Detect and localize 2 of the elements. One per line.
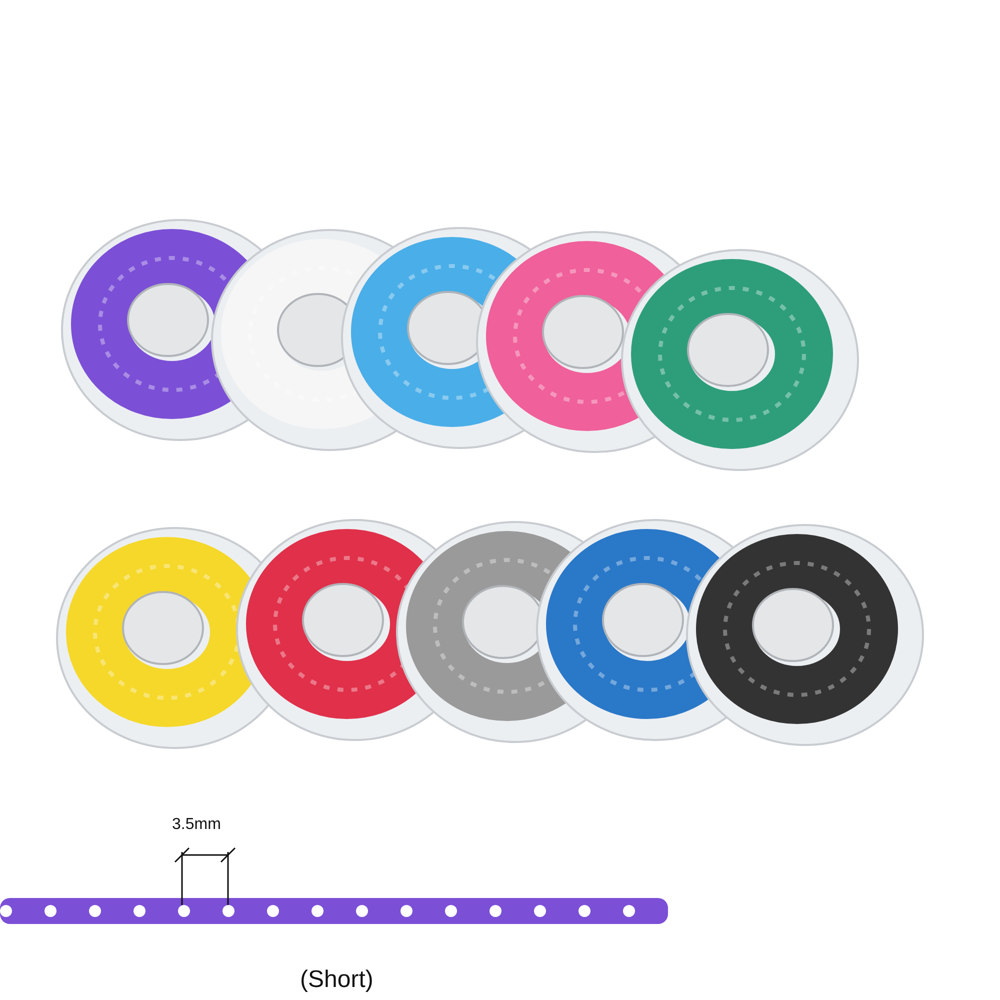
dimension-label: 3.5mm [172,816,221,834]
chain-type-label: (Short) [300,966,374,994]
